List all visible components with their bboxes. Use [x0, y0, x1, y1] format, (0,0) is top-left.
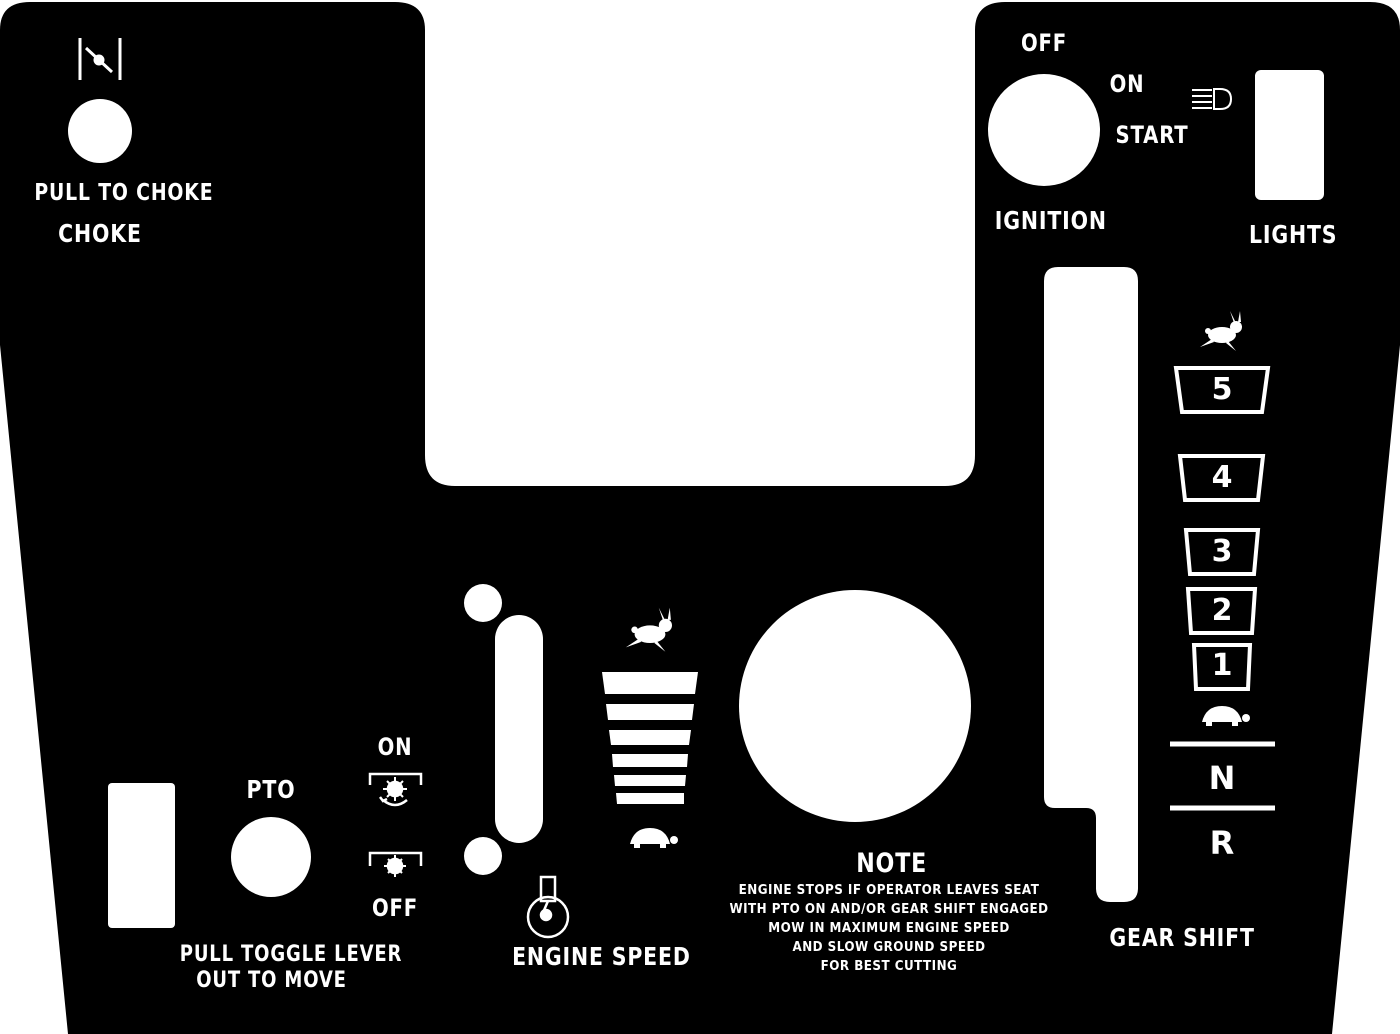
- gear-3-label: 3: [1211, 534, 1233, 569]
- note-line: ENGINE STOPS IF OPERATOR LEAVES SEAT: [738, 883, 1040, 898]
- gear-frame-4: [1177, 454, 1266, 502]
- gear-4-label: 4: [1211, 460, 1233, 495]
- throttle-lever-slot[interactable]: [495, 615, 543, 843]
- pto-toggle-slot[interactable]: [108, 783, 175, 928]
- gear-5-label: 5: [1211, 372, 1233, 407]
- ignition-start-label: START: [1115, 121, 1189, 149]
- pto-instruction-line1: PULL TOGGLE LEVER: [179, 942, 403, 967]
- speed-scale: [602, 672, 698, 804]
- lights-label: LIGHTS: [1249, 220, 1338, 249]
- gear-frame-2: [1185, 587, 1258, 635]
- rabbit-icon: [625, 607, 672, 652]
- note-line: FOR BEST CUTTING: [820, 959, 958, 974]
- pto-off-label: OFF: [371, 894, 419, 922]
- ignition-on-label: ON: [1109, 70, 1145, 98]
- pto-knob-hole[interactable]: [231, 817, 311, 897]
- rabbit-icon: [1200, 311, 1242, 351]
- choke-knob-hole[interactable]: [68, 99, 132, 163]
- turtle-icon: [1202, 706, 1250, 726]
- gear-frame-3: [1183, 528, 1261, 576]
- gear-shift-slot[interactable]: [1044, 267, 1138, 902]
- throttle-icon: [526, 875, 570, 939]
- engine-speed-label: ENGINE SPEED: [512, 942, 691, 971]
- pto-on-icon: [368, 772, 423, 807]
- headlight-icon: [1192, 88, 1233, 110]
- ignition-switch-hole[interactable]: [988, 74, 1100, 186]
- note-line: MOW IN MAXIMUM ENGINE SPEED: [768, 921, 1010, 936]
- throttle-stop-bottom: [464, 837, 502, 875]
- note-text: ENGINE STOPS IF OPERATOR LEAVES SEAT WIT…: [728, 881, 1050, 976]
- pto-on-label: ON: [377, 733, 413, 761]
- note-title: NOTE: [856, 848, 928, 879]
- gear-frames: [1173, 366, 1271, 691]
- steering-column-hole: [739, 590, 971, 822]
- throttle-stop-top: [464, 584, 502, 622]
- gear-2-label: 2: [1211, 593, 1233, 628]
- pto-label: PTO: [246, 775, 296, 804]
- pto-instruction-line2: OUT TO MOVE: [196, 968, 347, 993]
- ignition-label: IGNITION: [994, 206, 1107, 235]
- gear-neutral-label: N: [1208, 759, 1236, 797]
- gear-frame-1: [1191, 643, 1253, 691]
- turtle-icon: [630, 828, 678, 848]
- choke-symbol-icon: [78, 38, 122, 80]
- pto-off-icon: [368, 851, 423, 877]
- choke-instruction: PULL TO CHOKE: [34, 180, 214, 206]
- gear-frame-5: [1173, 366, 1271, 414]
- gear-reverse-label: R: [1209, 824, 1235, 862]
- choke-label: CHOKE: [58, 219, 142, 248]
- gear-1-label: 1: [1211, 648, 1233, 683]
- gear-shift-label: GEAR SHIFT: [1109, 923, 1255, 952]
- note-line: WITH PTO ON AND/OR GEAR SHIFT ENGAGED: [729, 902, 1049, 917]
- note-line: AND SLOW GROUND SPEED: [792, 940, 986, 955]
- ignition-off-label: OFF: [1020, 29, 1068, 57]
- lights-switch-slot[interactable]: [1255, 70, 1324, 200]
